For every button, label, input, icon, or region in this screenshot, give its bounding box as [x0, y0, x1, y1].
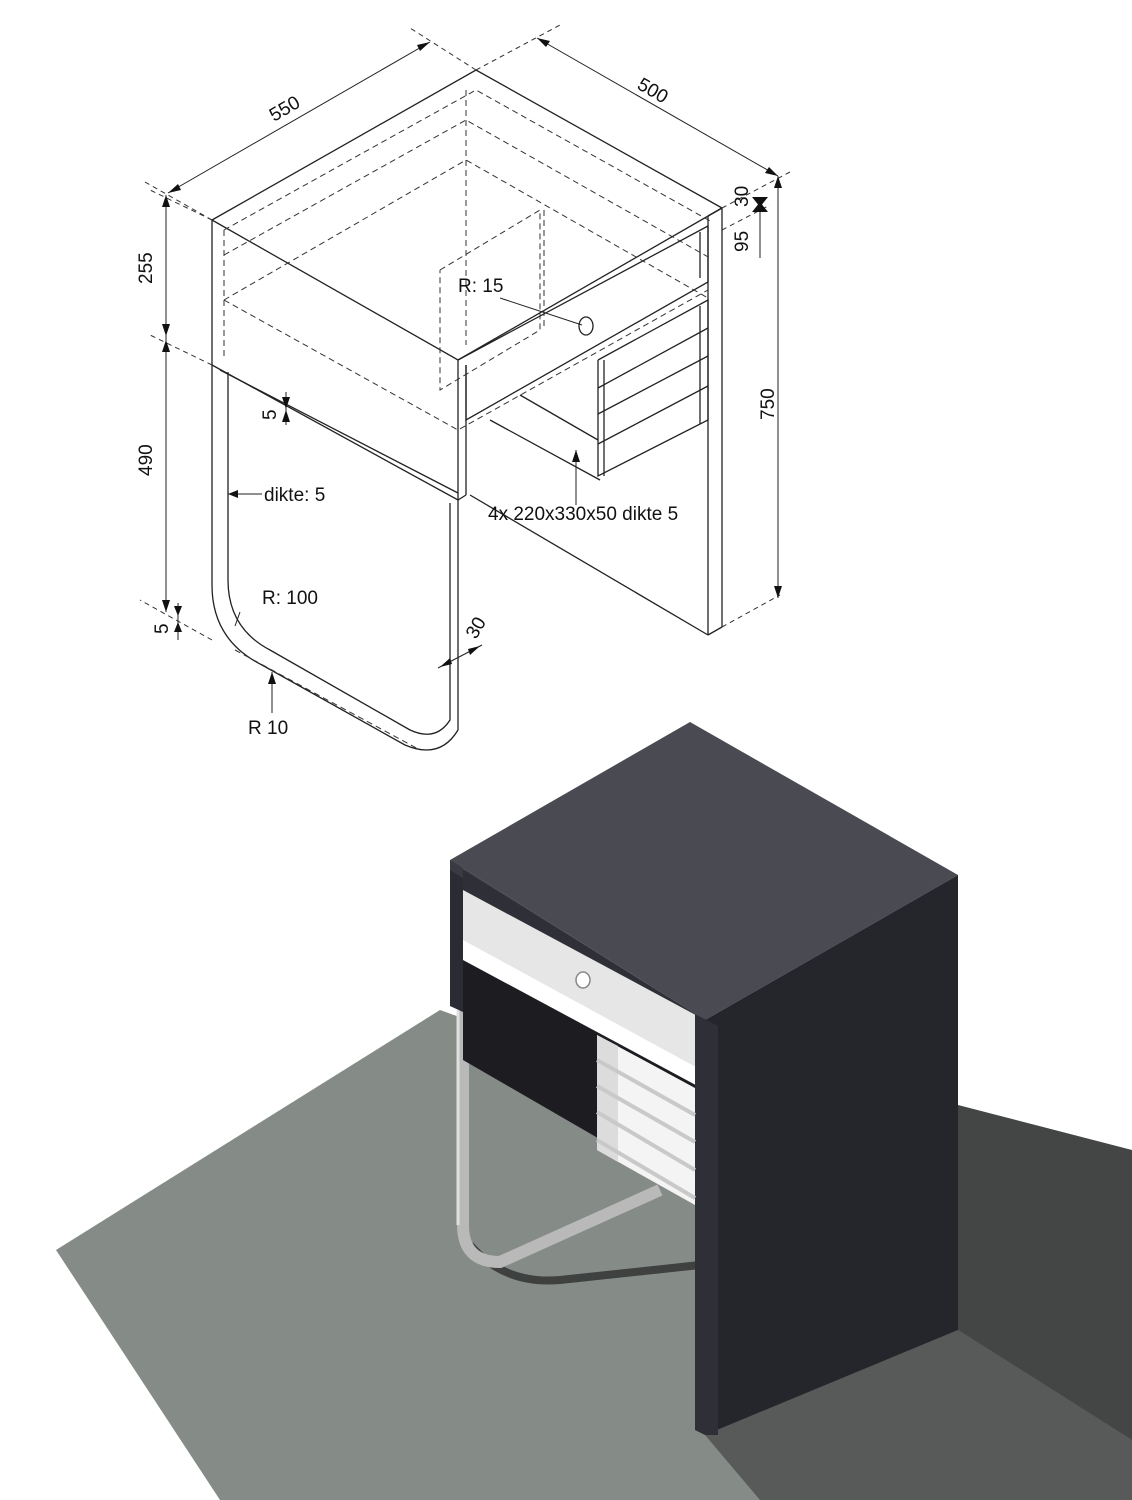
knob-radius-label: R: 15: [458, 276, 503, 297]
drawer-knob: [575, 971, 591, 989]
tube-frame-render: [456, 1010, 663, 1269]
technical-drawing: 550 500 30 95 750 255 490 5 5 30 R: 15 R…: [136, 24, 791, 751]
dim-top-thickness-label: 30: [732, 186, 753, 207]
hidden-lines: [223, 89, 713, 431]
cabinet-left-side: [450, 860, 463, 1012]
dim-depth-label: 500: [634, 74, 672, 108]
cabinet-top: [450, 722, 958, 1020]
dim-panel-thickness-label: 5: [260, 409, 281, 420]
dim-total-height-label: 750: [758, 388, 779, 420]
dim-upper-height-label: 255: [136, 252, 157, 284]
dimension-lines: [139, 24, 791, 713]
cabinet-outline: [211, 69, 723, 636]
dim-tube-width-label: 30: [462, 614, 491, 643]
tray-stack-render: [595, 1035, 697, 1205]
tray-stack: [519, 298, 709, 478]
rendered-view: [56, 722, 1132, 1500]
dim-lower-height-label: 490: [136, 444, 157, 476]
cabinet-shadow: [958, 1105, 1132, 1440]
end-radius-label: R 10: [248, 718, 288, 739]
dim-foot-thickness-label: 5: [152, 623, 173, 634]
dim-drawer-height-label: 95: [732, 231, 753, 252]
tube-frame: [211, 365, 459, 751]
cabinet-right-side: [705, 875, 958, 1435]
tray-spec-note: 4x 220x330x50 dikte 5: [488, 504, 678, 525]
panel-thickness-note: dikte: 5: [264, 485, 325, 506]
bend-radius-label: R: 100: [262, 588, 318, 609]
dim-width-label: 550: [266, 92, 304, 126]
